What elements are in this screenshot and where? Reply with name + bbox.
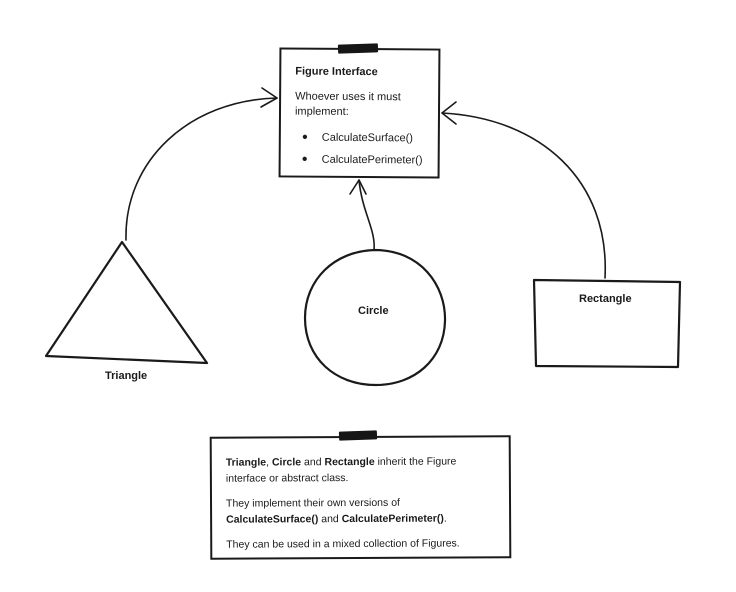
method-item: ● CalculatePerimeter() xyxy=(295,154,424,167)
tape-icon xyxy=(338,430,378,441)
triangle-arrowhead xyxy=(260,87,278,108)
rectangle-term: Rectangle xyxy=(324,455,375,469)
bullet-icon: ● xyxy=(301,153,308,165)
circle-arrowhead xyxy=(349,179,367,195)
rectangle-inheritance-arrow xyxy=(441,112,606,279)
interface-description: Whoever uses it must implement: xyxy=(294,90,401,118)
circle-inheritance-arrow xyxy=(358,179,375,251)
rectangle-shape xyxy=(532,278,682,369)
rectangle-label: Rectangle xyxy=(579,293,632,305)
summary-paragraph-inheritance: Triangle, Circle and Rectangle inherit t… xyxy=(225,455,457,485)
triangle-inheritance-arrow xyxy=(125,97,278,241)
surface-method-term: CalculateSurface() xyxy=(226,513,319,526)
perimeter-method-term: CalculatePerimeter() xyxy=(341,512,444,526)
method-name: CalculatePerimeter() xyxy=(321,153,423,167)
circle-label: Circle xyxy=(358,305,389,317)
triangle-shape xyxy=(44,240,209,365)
triangle-label: Triangle xyxy=(105,370,148,382)
summary-note-box: Triangle, Circle and Rectangle inherit t… xyxy=(209,435,512,560)
summary-paragraph-collection: They can be used in a mixed collection o… xyxy=(226,537,460,551)
circle-shape xyxy=(303,248,447,387)
method-list: ● CalculateSurface() ● CalculatePerimete… xyxy=(295,132,424,167)
method-name: CalculateSurface() xyxy=(321,131,413,145)
tape-icon xyxy=(337,43,379,54)
method-item: ● CalculateSurface() xyxy=(295,132,424,145)
interface-title: Figure Interface xyxy=(295,65,378,79)
bullet-icon: ● xyxy=(301,131,308,143)
summary-paragraph-implementation: They implement their own versions of Cal… xyxy=(225,496,447,526)
figure-interface-box: Figure Interface Whoever uses it must im… xyxy=(278,47,441,179)
triangle-term: Triangle xyxy=(225,456,267,469)
circle-term: Circle xyxy=(271,456,302,469)
rectangle-arrowhead xyxy=(441,101,457,125)
